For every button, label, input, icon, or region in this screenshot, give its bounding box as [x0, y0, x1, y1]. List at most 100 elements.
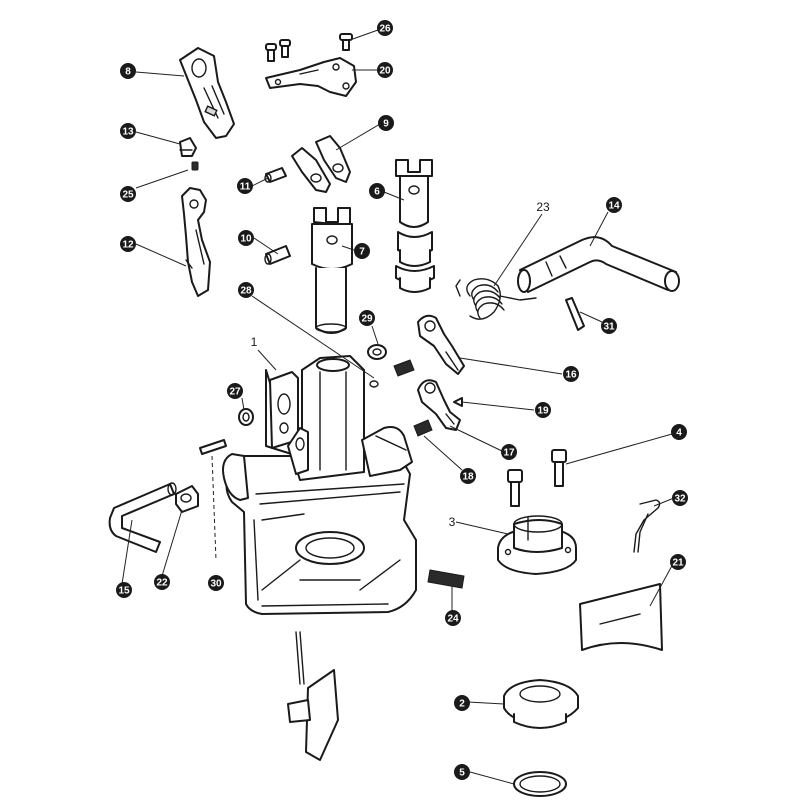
- callout-15-label: 15: [118, 586, 130, 597]
- callout-13-label: 13: [122, 127, 134, 138]
- part-spring-28: [369, 359, 415, 388]
- part-washer-29: [367, 344, 387, 360]
- callout-20-label: 20: [379, 66, 391, 77]
- callout-29-label: 29: [361, 314, 373, 325]
- callout-27: 27: [227, 383, 243, 399]
- part-clip-32: [633, 499, 661, 553]
- callout-6-label: 6: [374, 187, 380, 198]
- part-bracket-unlabeled: [287, 631, 339, 761]
- callout-6: 6: [369, 183, 385, 199]
- callout-9-label: 9: [383, 119, 389, 130]
- part-bolt-4b: [507, 469, 523, 507]
- callout-28: 28: [238, 282, 254, 298]
- callout-8-label: 8: [125, 67, 131, 78]
- callout-25-label: 25: [122, 190, 134, 201]
- part-spring-25: [191, 161, 199, 171]
- part-fitting-22: [175, 485, 199, 513]
- callout-11: 11: [237, 178, 253, 194]
- callout-30: 30: [208, 575, 224, 591]
- callout-12: 12: [120, 236, 136, 252]
- callout-15: 15: [116, 582, 132, 598]
- part-ring-27: [238, 408, 254, 426]
- part-pin-10: [264, 245, 291, 265]
- callout-18: 18: [460, 468, 476, 484]
- callout-17: 17: [501, 444, 517, 460]
- part-shaft-7: [311, 207, 353, 334]
- callout-25: 25: [120, 186, 136, 202]
- callout-3-label: 3: [449, 515, 456, 529]
- part-crank-15: [108, 482, 177, 553]
- callout-10-label: 10: [240, 234, 252, 245]
- callout-4-label: 4: [676, 428, 682, 439]
- part-flange-3: [497, 515, 577, 575]
- callout-1: 1: [251, 335, 258, 349]
- callout-30-label: 30: [210, 579, 222, 590]
- callout-12-label: 12: [122, 240, 134, 251]
- part-lever-8: [179, 47, 235, 139]
- callout-11-label: 11: [240, 182, 251, 193]
- callout-9: 9: [378, 115, 394, 131]
- part-block-13: [179, 137, 197, 157]
- part-pin-19: [453, 397, 463, 407]
- callout-8: 8: [120, 63, 136, 79]
- callout-26-label: 26: [379, 24, 391, 35]
- callout-10: 10: [238, 230, 254, 246]
- part-dowel-30: [199, 439, 227, 561]
- callout-22-label: 22: [156, 578, 168, 589]
- part-bracket-9: [291, 135, 351, 193]
- part-clevis-6: [395, 159, 435, 293]
- part-plate-21: [579, 583, 663, 651]
- callout-7-label: 7: [359, 247, 365, 258]
- callout-1-label: 1: [251, 335, 258, 349]
- part-hook-lever-17: [417, 379, 461, 431]
- callout-16: 16: [563, 366, 579, 382]
- callout-32-label: 32: [674, 494, 686, 505]
- callout-14: 14: [606, 197, 622, 213]
- callout-19: 19: [535, 402, 551, 418]
- callout-19-label: 19: [537, 406, 549, 417]
- part-latch-12: [181, 187, 211, 297]
- callout-14-label: 14: [608, 201, 620, 212]
- callout-28-label: 28: [240, 286, 252, 297]
- part-hook-lever-16: [417, 314, 465, 375]
- callout-20: 20: [377, 62, 393, 78]
- callout-5: 5: [454, 764, 470, 780]
- part-spring-24: [427, 569, 465, 589]
- callout-26: 26: [377, 20, 393, 36]
- callout-24-label: 24: [447, 614, 459, 625]
- callout-21-label: 21: [672, 558, 684, 569]
- callout-5-label: 5: [459, 768, 465, 779]
- callout-3: 3: [449, 515, 456, 529]
- callout-2-label: 2: [459, 699, 465, 710]
- callout-23-label: 23: [536, 200, 550, 214]
- callout-17-label: 17: [503, 448, 515, 459]
- part-bushing-2: [503, 679, 579, 729]
- callout-24: 24: [445, 610, 461, 626]
- callout-29: 29: [359, 310, 375, 326]
- part-bolt-4: [551, 449, 567, 487]
- callout-27-label: 27: [229, 387, 241, 398]
- callout-23: 23: [536, 200, 550, 214]
- callout-13: 13: [120, 123, 136, 139]
- part-torsion-spring-23: [455, 278, 537, 320]
- part-ring-5: [513, 771, 567, 797]
- leader-lines: [121, 29, 675, 785]
- callout-7: 7: [354, 243, 370, 259]
- part-screws-20: [265, 39, 291, 62]
- part-pin-31: [565, 297, 585, 331]
- callout-21: 21: [670, 554, 686, 570]
- part-plate-20: [265, 57, 357, 97]
- callout-16-label: 16: [565, 370, 577, 381]
- callout-31-label: 31: [603, 322, 615, 333]
- callout-32: 32: [672, 490, 688, 506]
- callout-22: 22: [154, 574, 170, 590]
- part-screw-26: [339, 33, 353, 51]
- callout-31: 31: [601, 318, 617, 334]
- callout-2: 2: [454, 695, 470, 711]
- callout-18-label: 18: [462, 472, 474, 483]
- part-housing-1: [222, 355, 417, 615]
- part-handle-14: [517, 236, 680, 293]
- callout-4: 4: [671, 424, 687, 440]
